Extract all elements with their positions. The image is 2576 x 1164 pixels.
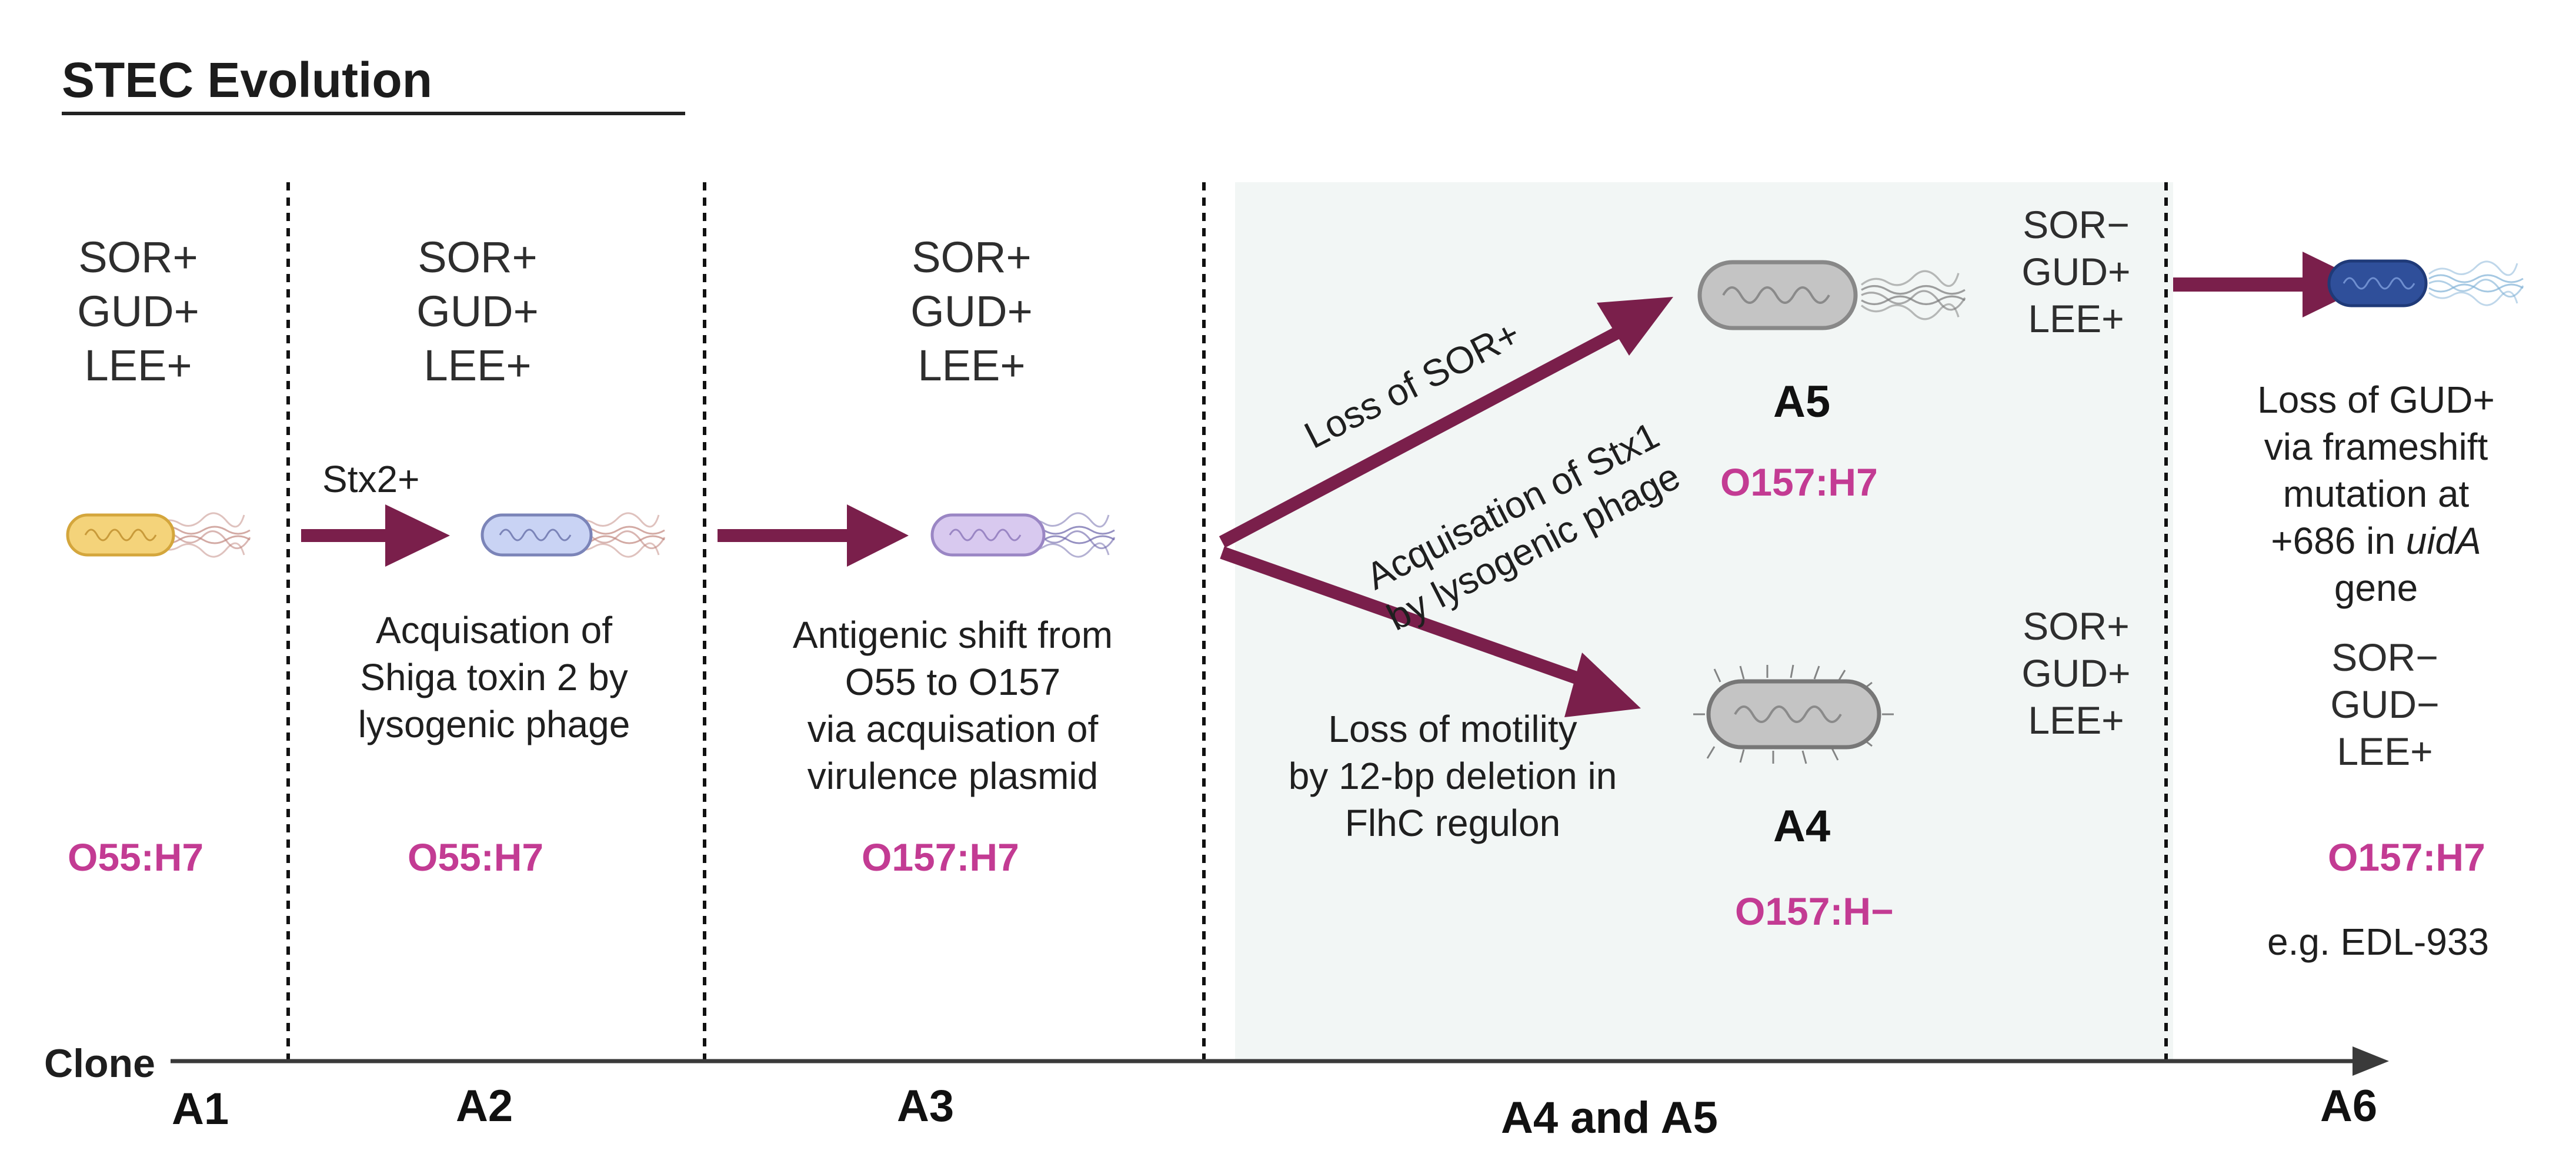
a2-markers: SOR+ GUD+ LEE+	[395, 230, 560, 393]
a2-description: Acquisation of Shiga toxin 2 by lysogeni…	[329, 607, 659, 748]
a4-markers: SOR+ GUD+ LEE+	[2008, 603, 2144, 744]
marker-lee: LEE+	[2337, 730, 2433, 773]
description-line: O55 to O157	[845, 661, 1061, 703]
bacterium-icon	[1697, 260, 1966, 330]
bacterium-icon	[481, 512, 666, 558]
a1-markers: SOR+ GUD+ LEE+	[56, 230, 221, 393]
a2-serotype: O55:H7	[408, 835, 544, 879]
marker-gud: GUD+	[910, 287, 1033, 336]
a2-event-label: Stx2+	[322, 458, 420, 500]
marker-lee: LEE+	[84, 341, 192, 390]
clone-label-a2: A2	[456, 1081, 513, 1131]
flow-arrow-icon	[301, 504, 450, 567]
marker-gud: GUD+	[416, 287, 539, 336]
marker-sor: SOR−	[2023, 203, 2130, 246]
clone-label-a6: A6	[2320, 1081, 2378, 1131]
marker-sor: SOR+	[2023, 604, 2130, 648]
page-title: STEC Evolution	[62, 52, 432, 108]
marker-gud: GUD+	[2021, 651, 2131, 695]
marker-gud: GUD−	[2330, 683, 2440, 726]
a6-markers: SOR− GUD− LEE+	[2317, 634, 2452, 775]
marker-lee: LEE+	[2028, 297, 2124, 340]
description-line: Acquisation of	[375, 609, 613, 651]
description-line: via acquisation of	[807, 708, 1099, 750]
marker-sor: SOR+	[912, 233, 1032, 282]
a6-example-strain: e.g. EDL-933	[2267, 921, 2490, 963]
marker-lee: LEE+	[2028, 698, 2124, 742]
a5-label: A5	[1773, 377, 1831, 427]
a4-description: Loss of motility by 12-bp deletion in Fl…	[1259, 705, 1647, 847]
bacterium-icon	[66, 512, 251, 558]
a4-label: A4	[1773, 801, 1831, 851]
marker-gud: GUD+	[77, 287, 199, 336]
description-line: virulence plasmid	[807, 755, 1099, 797]
clone-label-a3: A3	[897, 1081, 955, 1131]
description-line: FlhC regulon	[1344, 802, 1561, 844]
description-line: Loss of GUD+	[2257, 379, 2495, 421]
timeline-arrow-icon	[171, 1046, 2389, 1076]
marker-sor: SOR+	[78, 233, 198, 282]
a6-serotype: O157:H7	[2328, 835, 2485, 879]
flow-arrow-icon	[1220, 546, 1641, 717]
a1-serotype: O55:H7	[68, 835, 204, 879]
bacterium-icon	[2327, 259, 2524, 307]
a5-markers: SOR− GUD+ LEE+	[2008, 201, 2144, 342]
a6-description: Loss of GUD+ via frameshift mutation at …	[2200, 376, 2552, 611]
title-underline	[62, 112, 685, 115]
a5-serotype: O157:H7	[1720, 460, 1878, 504]
bacterium-icon	[1693, 664, 1894, 764]
flow-arrow-icon	[718, 504, 909, 567]
mutation-position: +686 in	[2271, 520, 2406, 562]
a4-a5-highlight-panel	[1235, 182, 2173, 1061]
marker-lee: LEE+	[423, 341, 532, 390]
marker-lee: LEE+	[917, 341, 1026, 390]
a4-serotype: O157:H−	[1735, 889, 1894, 933]
a3-serotype: O157:H7	[862, 835, 1019, 879]
a3-description: Antigenic shift from O55 to O157 via acq…	[747, 611, 1159, 800]
description-line: by 12-bp deletion in	[1288, 755, 1617, 797]
description-line: Antigenic shift from	[792, 614, 1113, 656]
description-line: +686 in uidA	[2200, 517, 2552, 564]
a3-markers: SOR+ GUD+ LEE+	[889, 230, 1054, 393]
description-line: Shiga toxin 2 by	[360, 656, 628, 698]
clone-label-a4-a5: A4 and A5	[1501, 1093, 1718, 1143]
marker-gud: GUD+	[2021, 250, 2131, 293]
description-line: via frameshift	[2264, 426, 2488, 468]
marker-sor: SOR+	[418, 233, 538, 282]
axis-label: Clone	[44, 1041, 155, 1086]
marker-sor: SOR−	[2331, 635, 2438, 679]
description-line: lysogenic phage	[358, 703, 630, 745]
flow-arrow-icon	[1219, 297, 1673, 548]
bacterium-icon	[930, 512, 1116, 558]
gene-name: uidA	[2405, 520, 2481, 562]
description-line: gene	[2334, 567, 2418, 609]
description-line: Loss of motility	[1328, 708, 1577, 750]
clone-label-a1: A1	[172, 1084, 229, 1134]
description-line: mutation at	[2283, 473, 2470, 515]
